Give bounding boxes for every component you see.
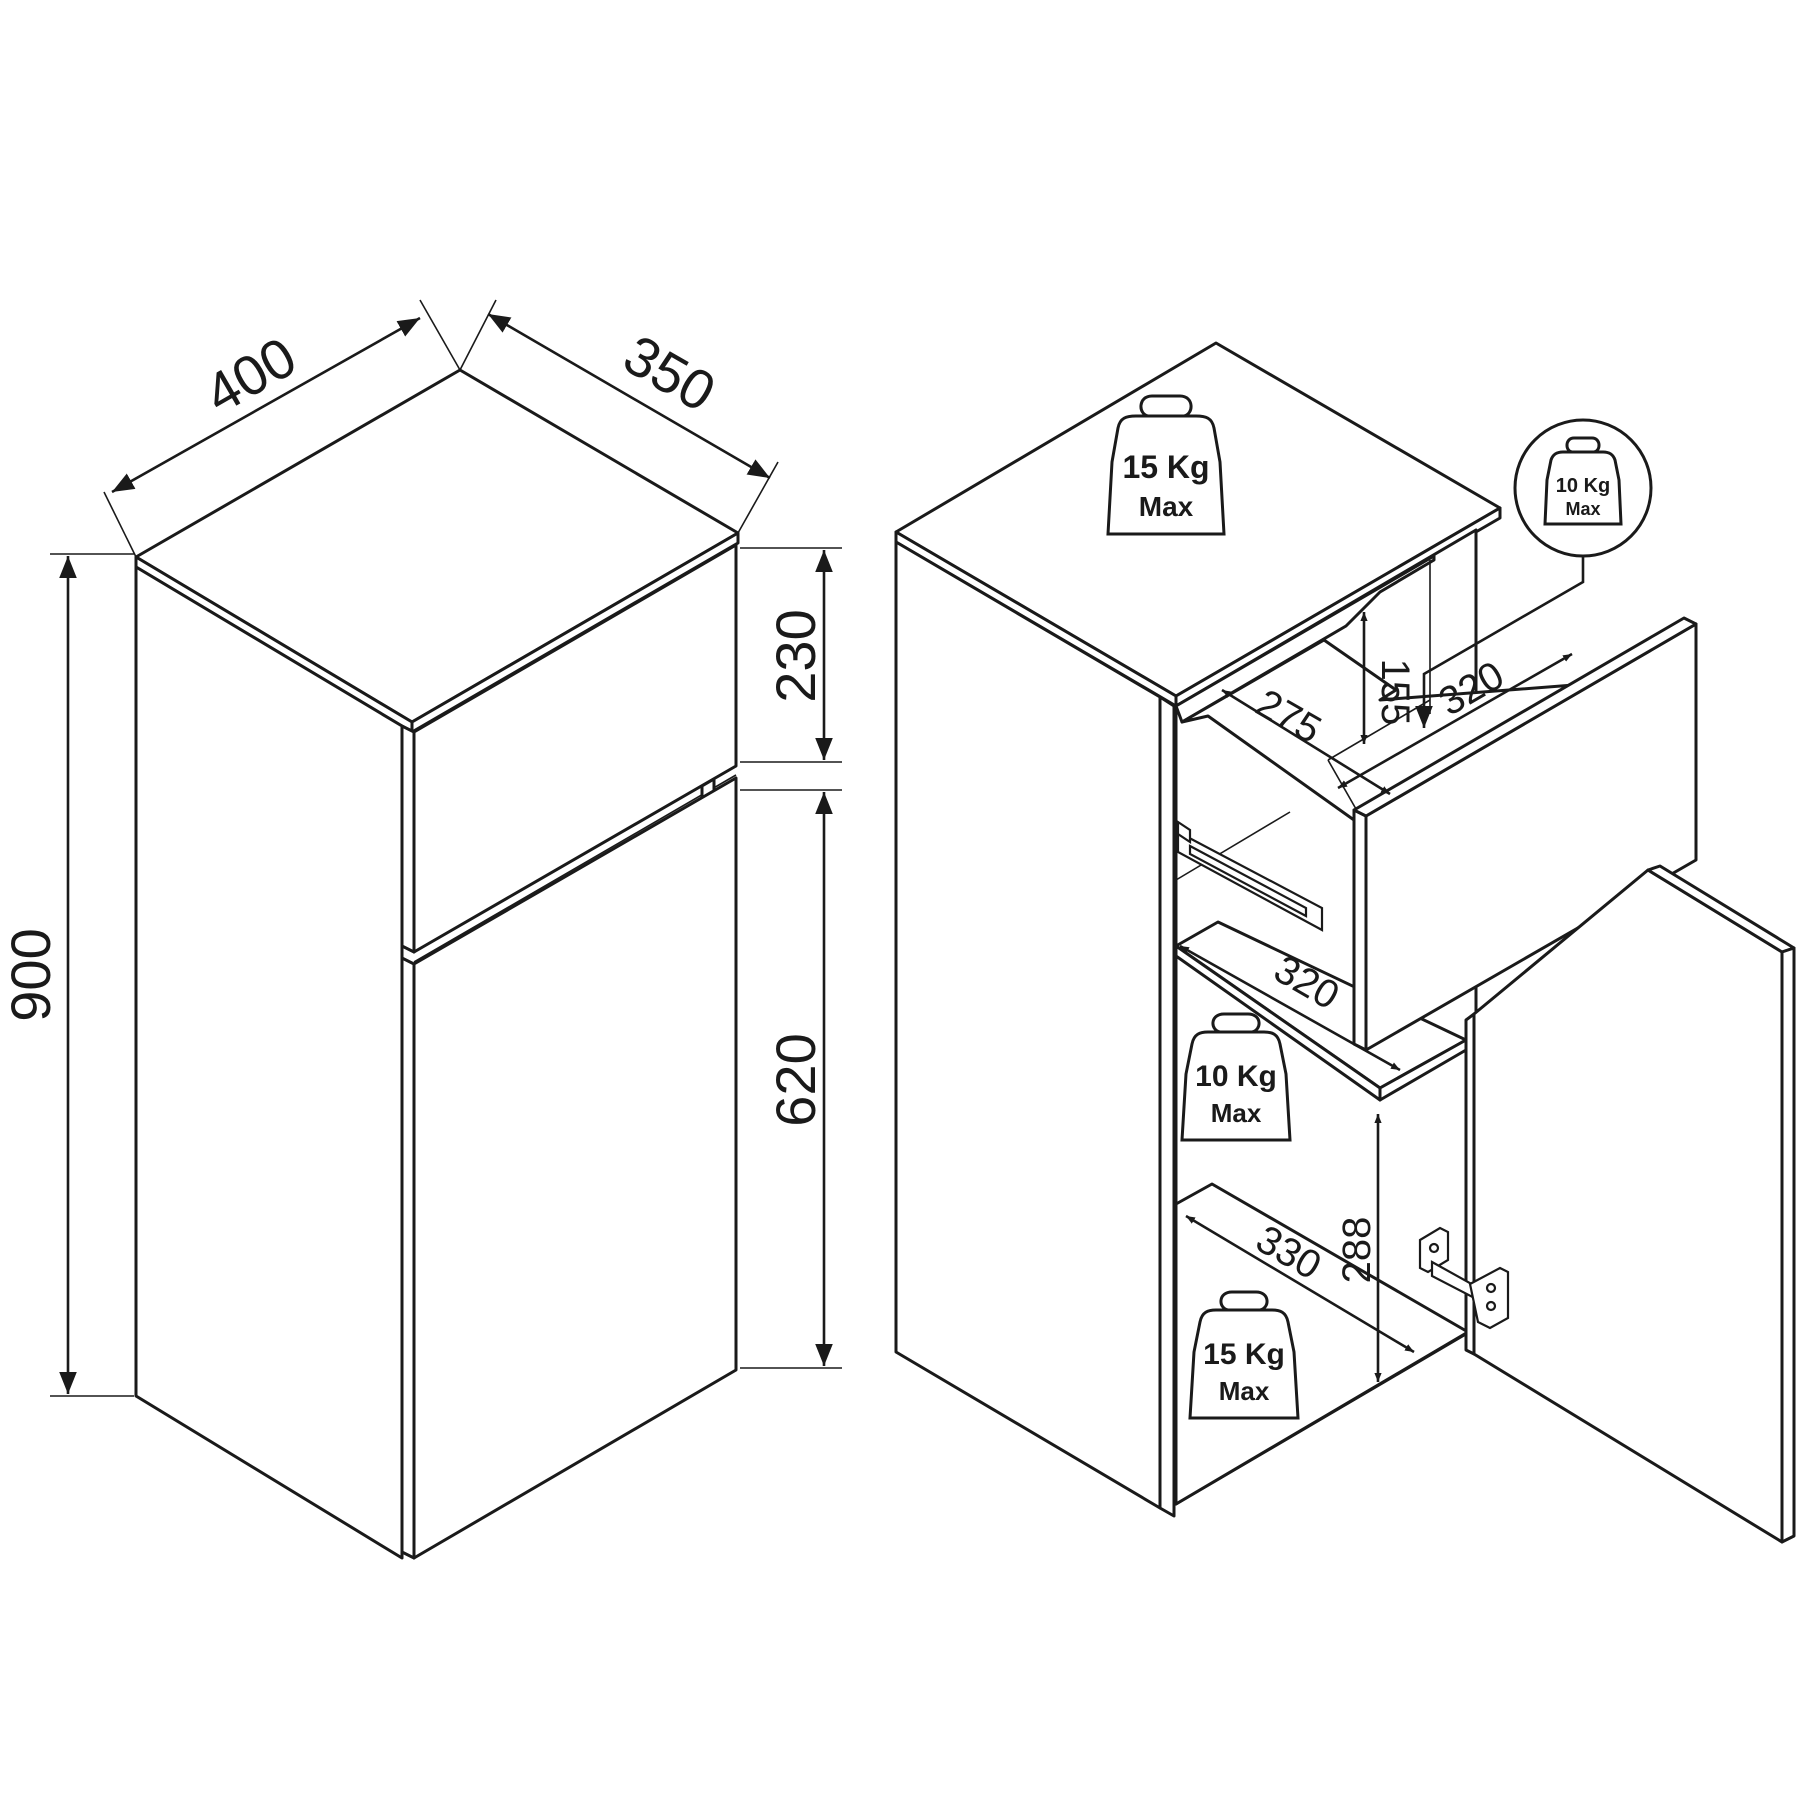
- dimension-drawer-height: 230: [740, 547, 842, 763]
- weight-badge-bottom: 15 Kg Max: [1188, 1290, 1300, 1420]
- drawer-badge-leader: [1415, 548, 1585, 728]
- weight-badge-drawer: 10 Kg Max: [1513, 418, 1653, 558]
- weight-icon: [1188, 1290, 1300, 1420]
- dimension-compartment-height-label: 288: [1335, 1217, 1379, 1284]
- weight-badge-shelf-value: 10 Kg: [1195, 1060, 1277, 1093]
- dimension-width-label: 400: [194, 324, 306, 425]
- open-door: [1472, 868, 1784, 1544]
- weight-badge-bottom-value: 15 Kg: [1203, 1338, 1285, 1371]
- weight-badge-drawer-value: 10 Kg: [1556, 475, 1610, 497]
- door-hinge-icon: [1418, 1226, 1510, 1330]
- dimension-door-height: 620: [740, 789, 842, 1369]
- weight-badge-shelf: 10 Kg Max: [1180, 1012, 1292, 1142]
- dimension-drawer-inner-height-label: 155: [1373, 659, 1417, 726]
- dimension-drawer-height-label: 230: [764, 609, 827, 702]
- weight-icon: [1106, 394, 1226, 536]
- dimension-compartment-height: 288: [1335, 1114, 1382, 1382]
- dimension-total-height-label: 900: [0, 928, 62, 1021]
- weight-badge-bottom-label: Max: [1219, 1376, 1270, 1406]
- dimension-door-height-label: 620: [764, 1033, 827, 1126]
- weight-icon: [1180, 1012, 1292, 1142]
- dimension-depth-label: 350: [614, 322, 726, 423]
- open-cabinet: [894, 341, 1796, 1544]
- weight-badge-top-value: 15 Kg: [1122, 449, 1209, 485]
- open-cabinet-left-side: [894, 540, 1162, 1510]
- cabinet-left-side: [134, 565, 404, 1560]
- weight-badge-top-label: Max: [1139, 491, 1194, 522]
- dimension-total-height: 900: [0, 553, 134, 1397]
- weight-badge-shelf-label: Max: [1211, 1098, 1262, 1128]
- weight-icon: [1543, 436, 1623, 526]
- weight-badge-top: 15 Kg Max: [1106, 394, 1226, 536]
- weight-badge-drawer-label: Max: [1565, 499, 1600, 519]
- closed-cabinet: [134, 368, 740, 1560]
